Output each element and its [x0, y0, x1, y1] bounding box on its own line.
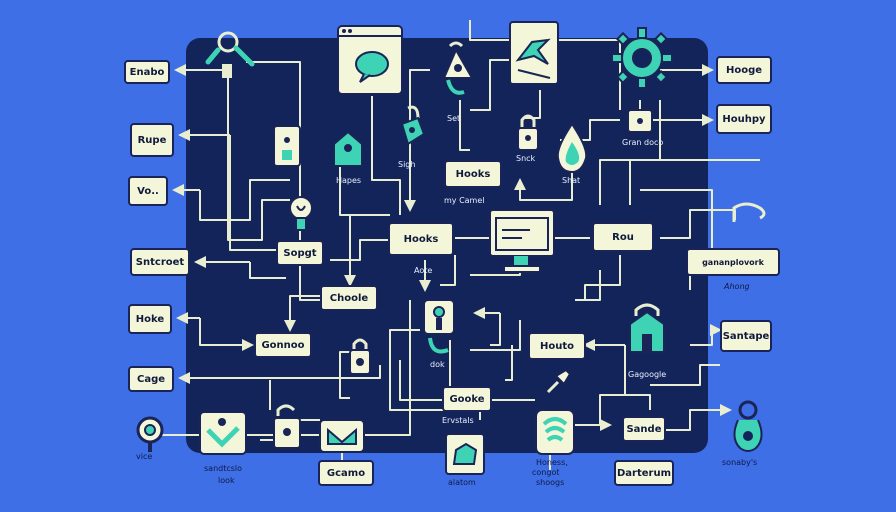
browser-chat-icon: [337, 25, 403, 95]
bracket-icon: [732, 202, 766, 222]
wifi-icon: [535, 409, 575, 455]
label-honess: Honess,: [536, 458, 568, 467]
node-choole: Choole: [320, 285, 378, 311]
map-icon: [445, 433, 485, 475]
label-sandtcslo: sandtcslo: [204, 464, 243, 473]
label-my-camel: my Camel: [444, 196, 485, 205]
label-aote: Aote: [414, 266, 433, 275]
node-hooge: Hooge: [716, 56, 772, 84]
drop-icon: [556, 122, 588, 174]
node-gcamo: Gcamo: [318, 460, 374, 486]
gear-icon: [611, 27, 673, 89]
lightbulb-icon: [289, 196, 313, 231]
chip-icon: [627, 109, 653, 133]
mail-icon: [319, 419, 365, 453]
padlock-icon: [273, 125, 301, 167]
label-congot: congot: [532, 468, 560, 477]
node-cage: Cage: [128, 366, 174, 392]
tag-icon: [400, 105, 426, 146]
label-shoogs: shoogs: [536, 478, 565, 487]
label-hapes: Hapes: [336, 176, 362, 185]
lock-box-icon: [273, 404, 301, 449]
bell-icon: [442, 41, 474, 95]
label-set: Set: [447, 114, 461, 123]
label-ahong: Ahong: [724, 282, 750, 291]
padlock-small-icon: [349, 338, 371, 375]
label-dok: dok: [430, 360, 445, 369]
node-sntcroet: Sntcroet: [130, 248, 190, 276]
label-gran-doco: Gran doco: [622, 138, 664, 147]
node-hooks-top: Hooks: [444, 160, 502, 188]
label-sigh: Sigh: [398, 160, 416, 169]
node-vo: Vo..: [128, 176, 168, 206]
node-santape: Santape: [720, 320, 772, 352]
label-snck: Snck: [516, 154, 536, 163]
label-vice: vice: [136, 452, 153, 461]
node-hoke: Hoke: [128, 304, 172, 334]
node-houhpy: Houhpy: [716, 104, 772, 134]
chain-link-icon: [733, 400, 763, 452]
node-gooke: Gooke: [442, 386, 492, 412]
lock-icon: [517, 114, 539, 151]
house-lock-icon: [629, 303, 665, 353]
pin-icon: [546, 368, 572, 394]
key-icon: [423, 299, 455, 354]
node-gananplovork: gananplovork: [686, 248, 780, 276]
node-rou: Rou: [592, 222, 654, 252]
house-icon: [333, 130, 363, 167]
pin-location-icon: [136, 416, 164, 452]
node-darterum: Darterum: [614, 460, 674, 486]
monitor-icon: [489, 209, 555, 273]
node-houto: Houto: [528, 332, 586, 360]
bird-window-icon: [509, 21, 559, 85]
node-hooks-mid: Hooks: [388, 222, 454, 256]
label-ervstals: Ervstals: [442, 416, 474, 425]
envelope-check-icon: [199, 411, 247, 455]
node-gonnoo: Gonnoo: [254, 332, 312, 358]
node-sopgt: Sopgt: [276, 240, 324, 266]
label-gagoogle: Gagoogle: [628, 370, 667, 379]
node-rupe: Rupe: [130, 123, 174, 157]
label-shat: Shat: [562, 176, 581, 185]
label-sonabys: sonaby's: [722, 458, 758, 467]
label-look: look: [218, 476, 235, 485]
hook-icon: [205, 31, 255, 78]
node-sande: Sande: [622, 416, 666, 442]
node-enabo: Enabo: [124, 60, 170, 84]
label-alatom: alatom: [448, 478, 476, 487]
